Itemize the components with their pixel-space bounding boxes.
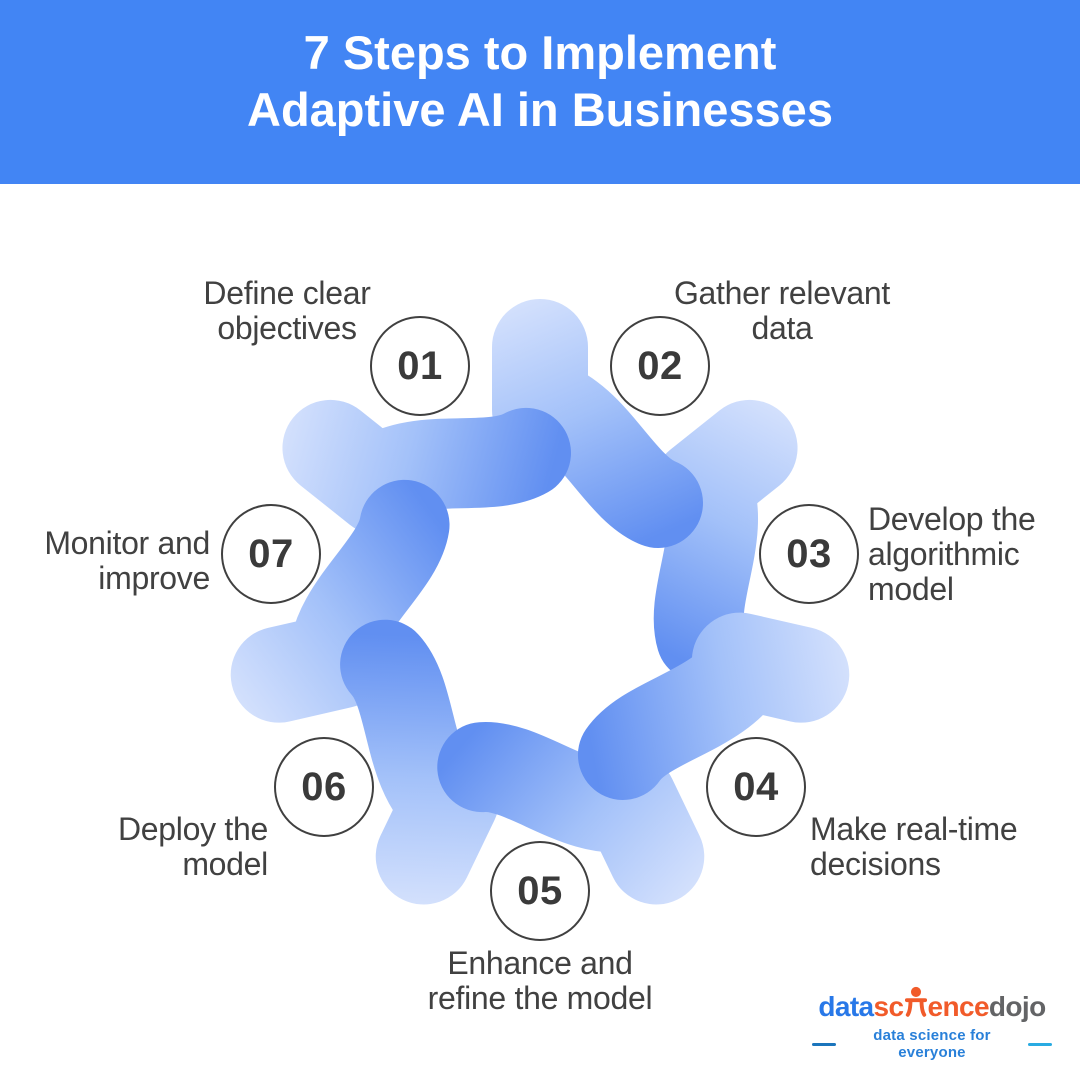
step-label-line: model <box>182 846 268 882</box>
step-label-04: Make real-time decisions <box>810 812 1060 882</box>
step-circle-03: 03 <box>759 504 859 604</box>
step-circle-02: 02 <box>610 316 710 416</box>
step-label-line: Gather relevant <box>673 275 891 311</box>
logo: datasc encedojo data science for everyon… <box>812 986 1052 1061</box>
step-label-line: objectives <box>217 310 357 346</box>
step-label-line: Make real-time <box>810 811 1018 847</box>
logo-wordmark: datasc encedojo <box>812 986 1052 1024</box>
step-label-07: Monitor and improve <box>10 526 210 596</box>
step-circle-04: 04 <box>706 737 806 837</box>
header-banner: 7 Steps to Implement Adaptive AI in Busi… <box>0 0 1080 184</box>
step-circle-06: 06 <box>274 737 374 837</box>
step-label-line: model <box>868 571 954 607</box>
step-label-line: Enhance and <box>447 945 633 981</box>
step-circle-07: 07 <box>221 504 321 604</box>
tagline-text: data science for everyone <box>873 1027 991 1061</box>
step-label-line: algorithmic <box>868 536 1020 572</box>
step-label-line: decisions <box>810 846 941 882</box>
person-icon <box>904 986 927 1017</box>
step-circle-01: 01 <box>370 316 470 416</box>
logo-word-dojo: dojo <box>988 991 1046 1022</box>
step-circle-05: 05 <box>490 841 590 941</box>
tagline-dash-left <box>812 1042 837 1046</box>
step-label-03: Develop the algorithmic model <box>868 502 1080 607</box>
step-label-line: Monitor and <box>44 525 210 561</box>
logo-tagline: data science for everyone <box>812 1027 1052 1061</box>
page-title-line-1: 7 Steps to Implement <box>303 26 777 79</box>
logo-word-sc: sc <box>873 991 905 1022</box>
page-title-line-2: Adaptive AI in Businesses <box>247 83 833 136</box>
step-label-01: Define clear objectives <box>147 276 427 346</box>
step-label-line: Develop the <box>868 501 1036 537</box>
step-label-02: Gather relevant data <box>642 276 922 346</box>
step-label-line: Define clear <box>203 275 371 311</box>
step-label-line: improve <box>98 560 210 596</box>
step-label-06: Deploy the model <box>28 812 268 882</box>
page-title: 7 Steps to Implement Adaptive AI in Busi… <box>0 0 1080 138</box>
step-label-line: refine the model <box>427 980 653 1016</box>
step-label-line: Deploy the <box>118 811 268 847</box>
logo-word-ence: ence <box>927 991 990 1022</box>
tagline-dash-right <box>1027 1042 1052 1046</box>
logo-word-data: data <box>818 991 874 1022</box>
step-label-line: data <box>751 310 813 346</box>
step-label-05: Enhance and refine the model <box>390 946 690 1016</box>
